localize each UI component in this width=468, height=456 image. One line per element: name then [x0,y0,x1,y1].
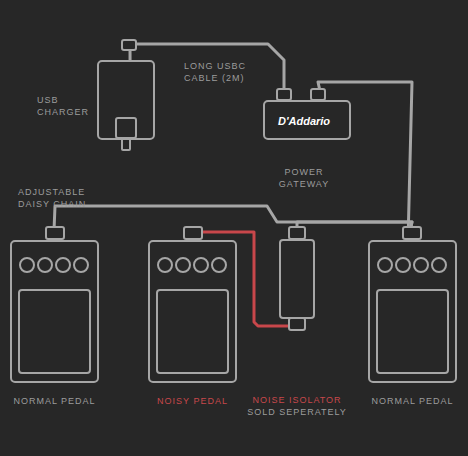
cable [54,206,412,240]
pedal-box: NORMAL PEDAL [368,240,457,383]
charger-plug-face [116,118,136,138]
node-sublabel: SOLD SEPERATELY [231,406,363,418]
jack [311,89,325,100]
pedal-controls [157,258,228,373]
node-label: NORMAL PEDAL [360,395,465,407]
pedal-controls [377,258,448,373]
jack [184,227,202,239]
node-label: D'Addario [265,115,343,128]
pedal-box: NOISY PEDAL [148,240,237,383]
pedal-controls [19,258,90,373]
gateway-box: D'AddarioPOWER GATEWAY [263,100,351,140]
cable [297,222,412,240]
isolator-box: NOISE ISOLATORSOLD SEPERATELY [279,239,315,319]
usb-plug [122,40,136,50]
node-label: NOISE ISOLATOR [237,394,357,406]
node-label: USB CHARGER [37,94,87,118]
jack [277,89,291,100]
jack [46,227,64,239]
callout-label: LONG USBC CABLE (2M) [184,60,254,84]
cable [193,232,298,326]
node-sublabel: POWER GATEWAY [274,166,334,190]
pedal-box: NORMAL PEDAL [10,240,99,383]
cable [318,82,412,240]
node-label: NOISY PEDAL [140,395,245,407]
charger-box: USB CHARGER [97,60,155,140]
jack [403,227,421,239]
callout-label: ADJUSTABLE DAISY CHAIN [18,186,98,210]
jack [289,318,305,330]
jack [289,227,305,239]
node-label: NORMAL PEDAL [2,395,107,407]
